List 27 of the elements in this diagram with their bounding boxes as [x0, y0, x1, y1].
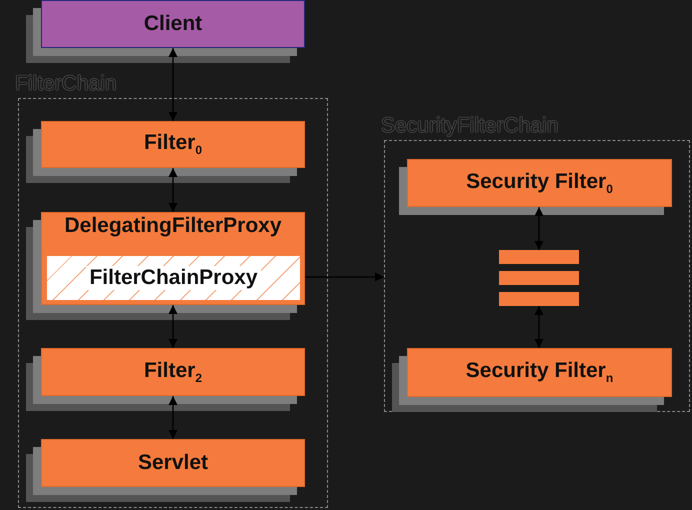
box-label: Security Filter$_{0}$: [466, 170, 613, 196]
box-label: Security Filter$_{n}$: [466, 359, 614, 386]
proxy-box: [45, 254, 302, 302]
arrow: [168, 168, 178, 212]
arrow: [534, 207, 544, 250]
group-container: [18, 72, 328, 508]
box-label: Servlet: [138, 451, 208, 475]
group-title: SecurityFilterChain: [381, 114, 558, 138]
arrow: [534, 306, 544, 348]
arrow: [168, 305, 178, 348]
filter-box: [41, 348, 305, 396]
filter-box: [41, 212, 305, 305]
box-label: DelegatingFilterProxy: [64, 214, 282, 238]
filter-box: [41, 121, 305, 168]
client-box: [41, 0, 305, 48]
stacked-bars: [499, 250, 579, 306]
box-label: Filter$_{2}$: [144, 358, 202, 386]
filter-box: [41, 439, 305, 487]
box-label: FilterChainProxy: [86, 266, 261, 290]
arrow: [305, 272, 384, 282]
box-label: Client: [144, 12, 202, 36]
filter-box: [407, 348, 672, 397]
arrow: [168, 48, 178, 121]
box-label: Filter$_{0}$: [144, 131, 202, 158]
arrow: [168, 396, 178, 439]
group-title: FilterChain: [15, 72, 117, 96]
filter-box: [407, 159, 672, 207]
